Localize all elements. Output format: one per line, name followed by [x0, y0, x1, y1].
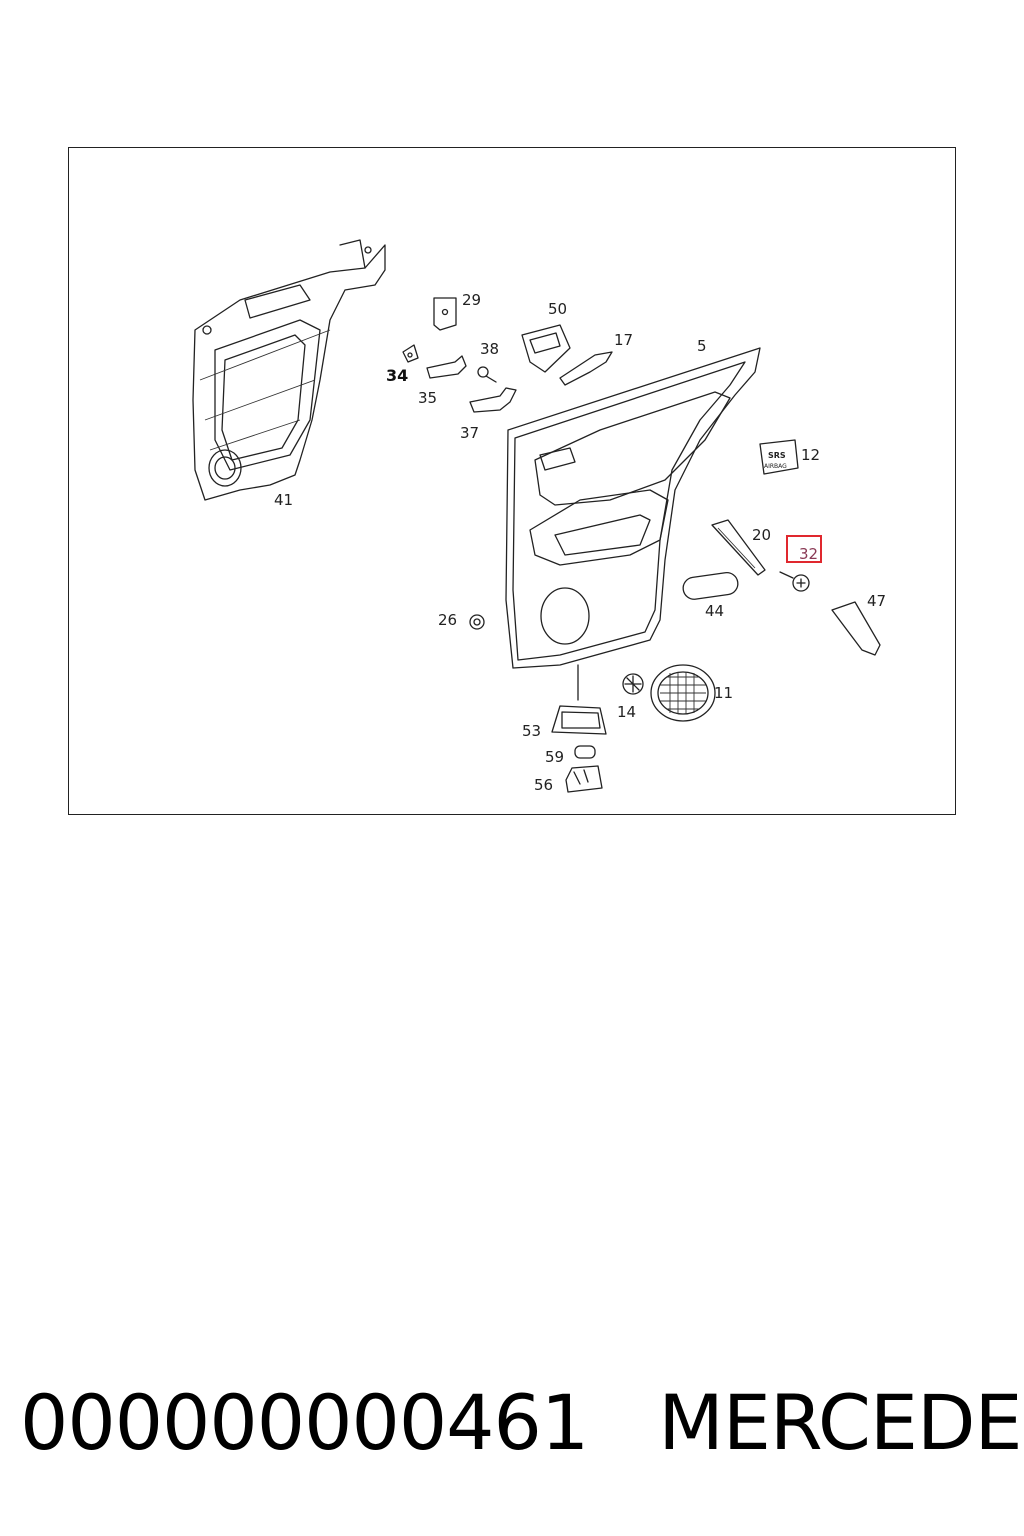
- callout-26: 26: [438, 611, 457, 629]
- part-12-airbag-badge[interactable]: SRS AIRBAG: [759, 439, 799, 475]
- part-53-light-housing[interactable]: [551, 705, 607, 735]
- part-29-bracket[interactable]: [433, 297, 457, 331]
- callout-34: 34: [386, 366, 408, 385]
- part-32-screw[interactable]: [779, 571, 810, 592]
- part-20-armrest-strip[interactable]: [711, 519, 766, 576]
- callout-50: 50: [548, 300, 567, 318]
- part-17-handle[interactable]: [559, 351, 613, 386]
- part-26-clip[interactable]: [469, 614, 485, 630]
- part-44-reflector[interactable]: [682, 571, 740, 600]
- callout-32[interactable]: 32: [799, 545, 818, 563]
- callout-5: 5: [697, 337, 707, 355]
- part-50-switch[interactable]: [521, 324, 571, 373]
- callout-44: 44: [705, 602, 724, 620]
- part-5-door-panel[interactable]: [505, 347, 761, 701]
- callout-14: 14: [617, 703, 636, 721]
- callout-12: 12: [801, 446, 820, 464]
- highlight-box-callout-32: [786, 535, 822, 563]
- callout-37: 37: [460, 424, 479, 442]
- callout-56: 56: [534, 776, 553, 794]
- callout-29: 29: [462, 291, 481, 309]
- caption: 000000000461 MERCEDES: [20, 1372, 1024, 1472]
- part-41-door-carrier[interactable]: [192, 239, 386, 501]
- part-56-socket[interactable]: [565, 765, 603, 793]
- svg-text:SRS: SRS: [768, 451, 786, 460]
- part-59-bulb[interactable]: [574, 745, 596, 759]
- callout-20: 20: [752, 526, 771, 544]
- part-38-screw[interactable]: [477, 366, 497, 383]
- part-14-cap[interactable]: [622, 673, 644, 695]
- callout-11: 11: [714, 684, 733, 702]
- part-34-clip[interactable]: [402, 344, 419, 363]
- part-number: 000000000461: [20, 1377, 589, 1467]
- callout-47: 47: [867, 592, 886, 610]
- svg-text:AIRBAG: AIRBAG: [764, 463, 787, 470]
- part-35-bracket[interactable]: [426, 355, 467, 379]
- callout-53: 53: [522, 722, 541, 740]
- brand-name: MERCEDES: [658, 1377, 1024, 1467]
- callout-38: 38: [480, 340, 499, 358]
- part-47-pull-handle[interactable]: [831, 601, 881, 656]
- callout-41: 41: [274, 491, 293, 509]
- callout-59: 59: [545, 748, 564, 766]
- callout-35: 35: [418, 389, 437, 407]
- callout-17: 17: [614, 331, 633, 349]
- part-11-speaker-grille[interactable]: [650, 664, 716, 722]
- part-37-bracket[interactable]: [469, 387, 517, 413]
